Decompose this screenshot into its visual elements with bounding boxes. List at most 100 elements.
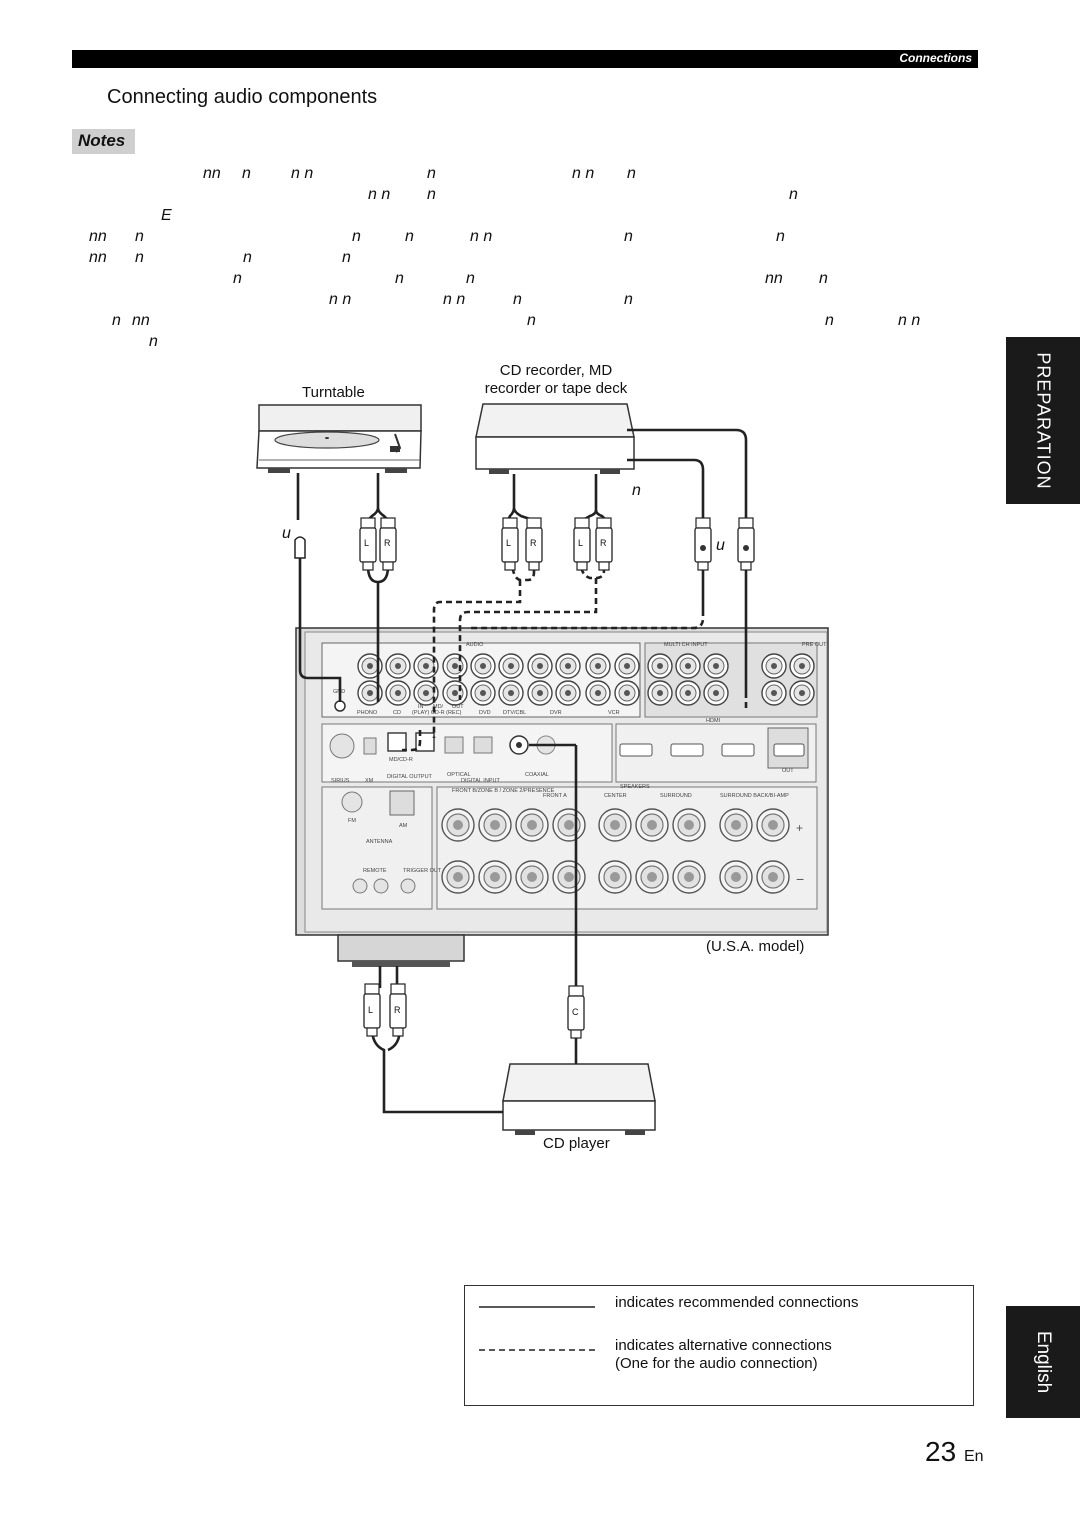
panel-label: FRONT B/ZONE B / ZONE 2/PRESENCE: [452, 788, 555, 794]
page-number-suffix: En: [963, 1448, 984, 1465]
panel-label: CENTER: [604, 793, 627, 799]
digital-fragment: u: [716, 537, 725, 554]
notes-label: Notes: [78, 131, 126, 150]
panel-label: AM: [399, 823, 408, 829]
panel-labels: AUDIO GND PHONO CD IN MD/ OUT (PLAY) CD-…: [331, 642, 827, 874]
panel-label: MD/: [433, 704, 444, 710]
panel-label: COAXIAL: [525, 772, 549, 778]
note-fragment: n: [624, 228, 633, 245]
turntable-image: [256, 404, 422, 473]
note-fragment: n: [135, 228, 144, 245]
panel-label: OUT: [782, 768, 794, 774]
panel-label: MD/CD-R: [389, 757, 413, 763]
note-fragment: E: [161, 207, 172, 224]
preparation-tab: PREPARATION: [1006, 337, 1080, 504]
panel-label: PHONO: [357, 710, 378, 716]
legend-recommended: indicates recommended connections: [615, 1294, 859, 1311]
note-fragment: n: [789, 186, 798, 203]
recommended-cables: [296, 428, 748, 1114]
note-fragment: nn: [765, 270, 783, 287]
note-fragment: n n: [291, 165, 314, 182]
plug-letter: L: [506, 538, 512, 548]
panel-label: FRONT A: [543, 793, 567, 799]
panel-label: MULTI CH INPUT: [664, 642, 708, 648]
turntable-label: Turntable: [302, 384, 365, 401]
panel-label: PRE OUT: [802, 642, 827, 648]
note-fragment: nn: [89, 228, 107, 245]
section-label: Connections: [899, 51, 972, 65]
header-bar: Connections: [72, 50, 978, 68]
panel-label: DIGITAL INPUT: [461, 778, 500, 784]
plug-letter: R: [600, 538, 607, 548]
plug-letter: L: [368, 1005, 374, 1015]
panel-label: FM: [348, 818, 356, 824]
svg-text:+: +: [796, 821, 803, 835]
note-fragment: n: [135, 249, 144, 266]
panel-label: OPTICAL: [447, 772, 471, 778]
legend-alternative: indicates alternative connections: [615, 1337, 832, 1354]
note-fragment: n: [149, 333, 158, 350]
panel-label: DVD: [479, 710, 491, 716]
note-fragment: n: [819, 270, 828, 287]
panel-label: DIGITAL OUTPUT: [387, 774, 433, 780]
note-fragment: n: [513, 291, 522, 308]
panel-label: AUDIO: [466, 642, 484, 648]
note-fragment: n: [825, 312, 834, 329]
note-fragment: nn: [89, 249, 107, 266]
page-number-value: 23: [925, 1436, 957, 1467]
panel-label: SURROUND BACK/BI-AMP: [720, 793, 789, 799]
page-title: Connecting audio components: [107, 86, 378, 108]
model-label: (U.S.A. model): [706, 938, 805, 955]
note-fragment: n n: [470, 228, 493, 245]
panel-label: OUT: [452, 704, 464, 710]
cd-player-image: [502, 1063, 656, 1135]
panel-label: DVR: [550, 710, 562, 716]
gnd-fragment: u: [282, 525, 291, 542]
panel-label: REMOTE: [363, 868, 387, 874]
note-fragment: n: [405, 228, 414, 245]
note-fragment: n: [776, 228, 785, 245]
note-fragment: n n: [329, 291, 352, 308]
panel-label: TRIGGER OUT: [403, 868, 442, 874]
recorder-fragment: n: [632, 482, 641, 499]
legend-box: indicates recommended connections indica…: [464, 1285, 974, 1406]
note-fragment: n: [242, 165, 251, 182]
panel-label: SPEAKERS: [620, 784, 650, 790]
plug-letter: R: [530, 538, 537, 548]
note-fragment: n n: [368, 186, 391, 203]
note-fragment: n n: [443, 291, 466, 308]
panel-label: VCR: [608, 710, 620, 716]
english-tab: English: [1006, 1306, 1080, 1418]
note-fragment: n: [527, 312, 536, 329]
panel-label: DTV/CBL: [503, 710, 526, 716]
panel-label: (PLAY) CD-R (REC): [412, 710, 462, 716]
plugs: [294, 517, 755, 1039]
plug-letter: C: [572, 1007, 579, 1017]
panel-label: SIRIUS: [331, 778, 350, 784]
plug-letter: R: [384, 538, 391, 548]
note-fragment: n: [627, 165, 636, 182]
note-fragment: n: [233, 270, 242, 287]
plug-letter: L: [364, 538, 370, 548]
note-fragment: n: [243, 249, 252, 266]
svg-text:−: −: [796, 871, 804, 887]
legend-alternative-note: (One for the audio connection): [615, 1355, 818, 1372]
cd-player-label: CD player: [543, 1135, 610, 1152]
note-fragment: n n: [898, 312, 921, 329]
notes-badge: Notes: [72, 129, 135, 154]
note-fragment: n: [624, 291, 633, 308]
recorder-image: [475, 403, 635, 474]
panel-label: XM: [365, 778, 374, 784]
note-fragment: n: [427, 186, 436, 203]
panel-label: CD: [393, 710, 401, 716]
note-fragment: nn: [203, 165, 221, 182]
note-fragment: n: [395, 270, 404, 287]
panel-label: SURROUND: [660, 793, 692, 799]
note-fragment: n: [342, 249, 351, 266]
panel-label: HDMI: [706, 718, 721, 724]
plug-letter: L: [578, 538, 584, 548]
note-fragment: n n: [572, 165, 595, 182]
legend-lines: [479, 1306, 595, 1351]
note-fragment: n: [466, 270, 475, 287]
